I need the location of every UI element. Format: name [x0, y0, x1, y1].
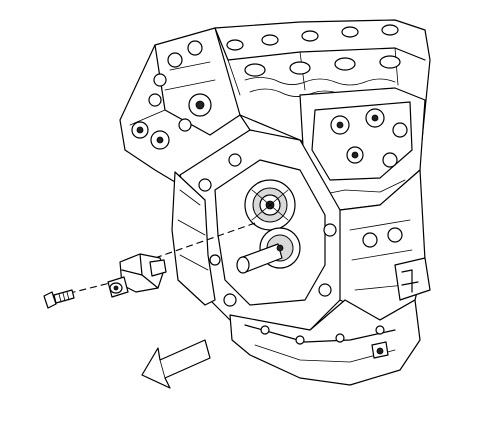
alignment-lines [57, 221, 259, 297]
crankshaft-sprocket [244, 179, 296, 231]
right-block-side [339, 169, 431, 321]
front-of-engine-arrow [141, 339, 211, 389]
crankshaft-nose [236, 227, 301, 274]
timing-cover [179, 129, 346, 331]
oil-pan [229, 299, 421, 386]
oil-drain-plug [371, 341, 389, 359]
camshaft-position-sensor [107, 253, 167, 298]
engine-block [119, 19, 431, 386]
sensor-bolt [43, 289, 75, 309]
left-block-face [171, 171, 216, 306]
